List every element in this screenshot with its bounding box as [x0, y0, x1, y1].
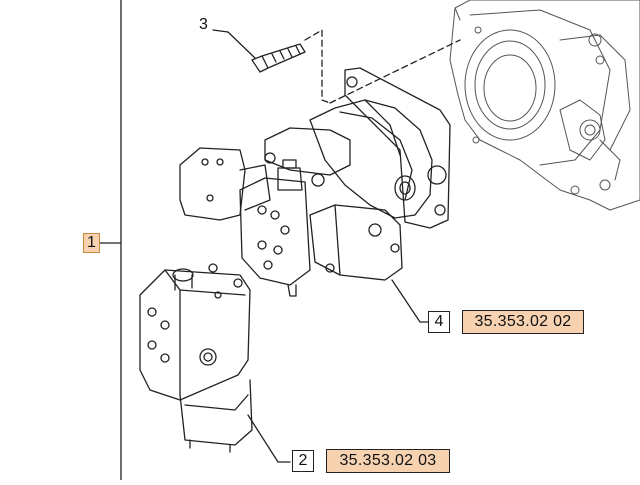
callout-number-3: 3 — [199, 16, 208, 33]
transmission-housing — [449, 0, 640, 211]
bolt-guide-dashed — [304, 29, 331, 104]
valve-block-reference-label[interactable]: 35.353.02 03 — [326, 449, 450, 473]
motor-reference-label[interactable]: 35.353.02 02 — [462, 310, 584, 334]
valve-leader-line — [247, 414, 291, 463]
motor-leader-line — [391, 279, 429, 323]
callout-number-4[interactable]: 4 — [428, 311, 450, 333]
hydraulic-motor-part — [179, 67, 451, 297]
callout-number-2[interactable]: 2 — [292, 450, 314, 472]
valve-block-part — [139, 263, 253, 453]
bolt-part — [212, 29, 306, 73]
callout-number-1[interactable]: 1 — [83, 233, 100, 253]
